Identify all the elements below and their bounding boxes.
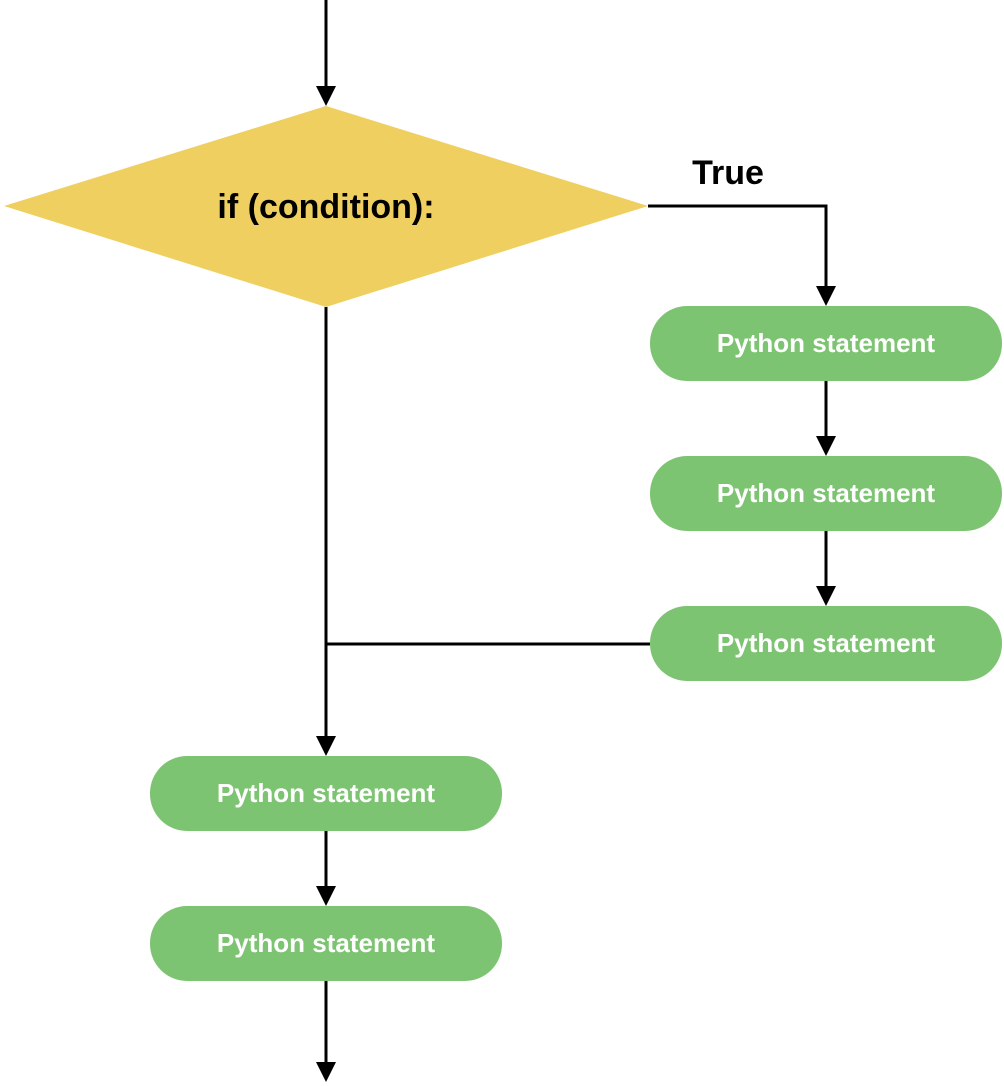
true-branch-statements: Python statement Python statement Python… (650, 306, 1002, 681)
after-if-statements: Python statement Python statement (150, 756, 502, 981)
statement-box (650, 456, 1002, 531)
statement-box (650, 306, 1002, 381)
arrowhead-after-stmt-1-2 (316, 886, 336, 906)
statement-box (150, 756, 502, 831)
arrowhead-true-stmt-2-3 (816, 586, 836, 606)
after-statement-1: Python statement (150, 756, 502, 831)
statement-label: Python statement (717, 478, 935, 508)
arrowhead-exit (316, 1062, 336, 1082)
after-statement-2: Python statement (150, 906, 502, 981)
decision-label: if (condition): (217, 188, 434, 226)
statement-box (650, 606, 1002, 681)
arrowhead-entry (316, 86, 336, 106)
decision-diamond (4, 106, 648, 307)
statement-label: Python statement (717, 328, 935, 358)
statement-box (150, 906, 502, 981)
statement-label: Python statement (217, 928, 435, 958)
edge-true-branch (648, 204, 828, 288)
statement-label: Python statement (217, 778, 435, 808)
flow-edges (316, 0, 836, 1082)
true-statement-3: Python statement (650, 606, 1002, 681)
arrowhead-true-branch (816, 286, 836, 306)
decision-node: if (condition): (4, 106, 648, 307)
statement-label: Python statement (717, 628, 935, 658)
true-statement-2: Python statement (650, 456, 1002, 531)
true-branch-label: True (692, 154, 764, 192)
arrowhead-false-path (316, 736, 336, 756)
arrowhead-true-stmt-1-2 (816, 436, 836, 456)
true-statement-1: Python statement (650, 306, 1002, 381)
